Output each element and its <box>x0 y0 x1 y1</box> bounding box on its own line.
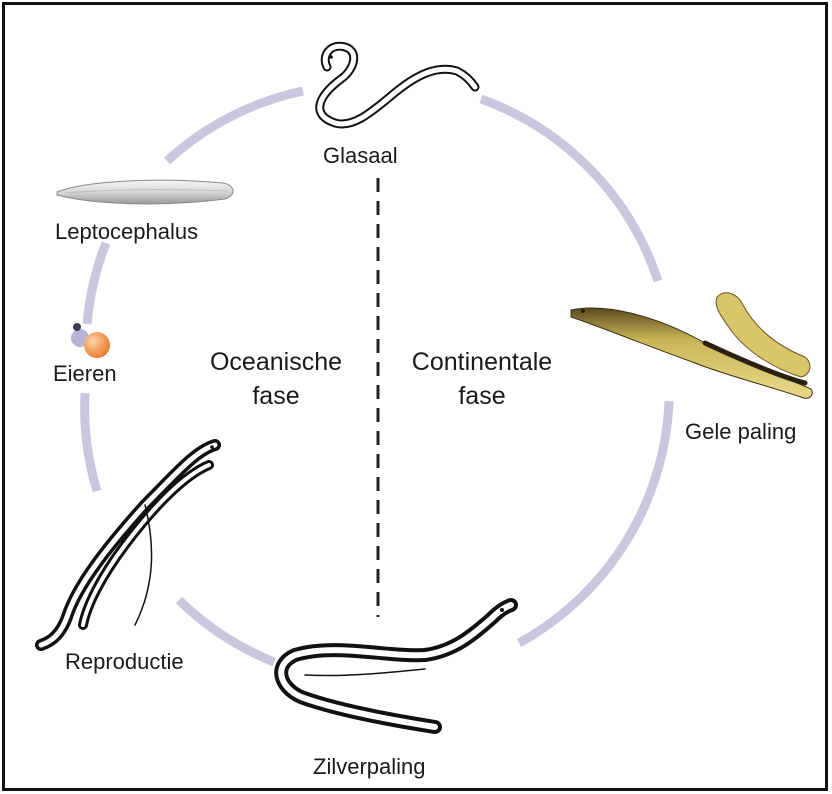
ring-arc-reproductie-to-eieren <box>85 393 97 491</box>
label-glasaal: Glasaal <box>323 145 398 167</box>
gele-paling-illustration <box>571 293 812 398</box>
eggs-illustration <box>71 323 110 358</box>
label-zilverpaling: Zilverpaling <box>313 756 426 778</box>
zilverpaling-illustration <box>281 605 511 727</box>
ring-arc-leptocephalus-to-glasaal <box>167 91 303 161</box>
leptocephalus-illustration <box>57 180 233 204</box>
phase-oceanic-line2: fase <box>176 379 376 413</box>
label-eieren: Eieren <box>53 363 117 385</box>
ring-arc-eieren-to-leptocephalus <box>87 243 106 324</box>
phase-label-oceanic: Oceanische fase <box>176 345 376 413</box>
glasaal-illustration <box>320 46 475 124</box>
ring-arc-zilverpaling-to-reproductie <box>179 600 274 662</box>
phase-label-continental: Continentale fase <box>382 345 582 413</box>
label-leptocephalus: Leptocephalus <box>55 221 198 243</box>
phase-continental-line1: Continentale <box>382 345 582 379</box>
label-reproductie: Reproductie <box>65 651 184 673</box>
label-gele-paling: Gele paling <box>685 421 796 443</box>
phase-continental-line2: fase <box>382 379 582 413</box>
phase-oceanic-line1: Oceanische <box>176 345 376 379</box>
ring-arc-glasaal-to-gele-paling <box>481 99 658 281</box>
ring-arc-gele-paling-to-zilverpaling <box>519 401 669 643</box>
